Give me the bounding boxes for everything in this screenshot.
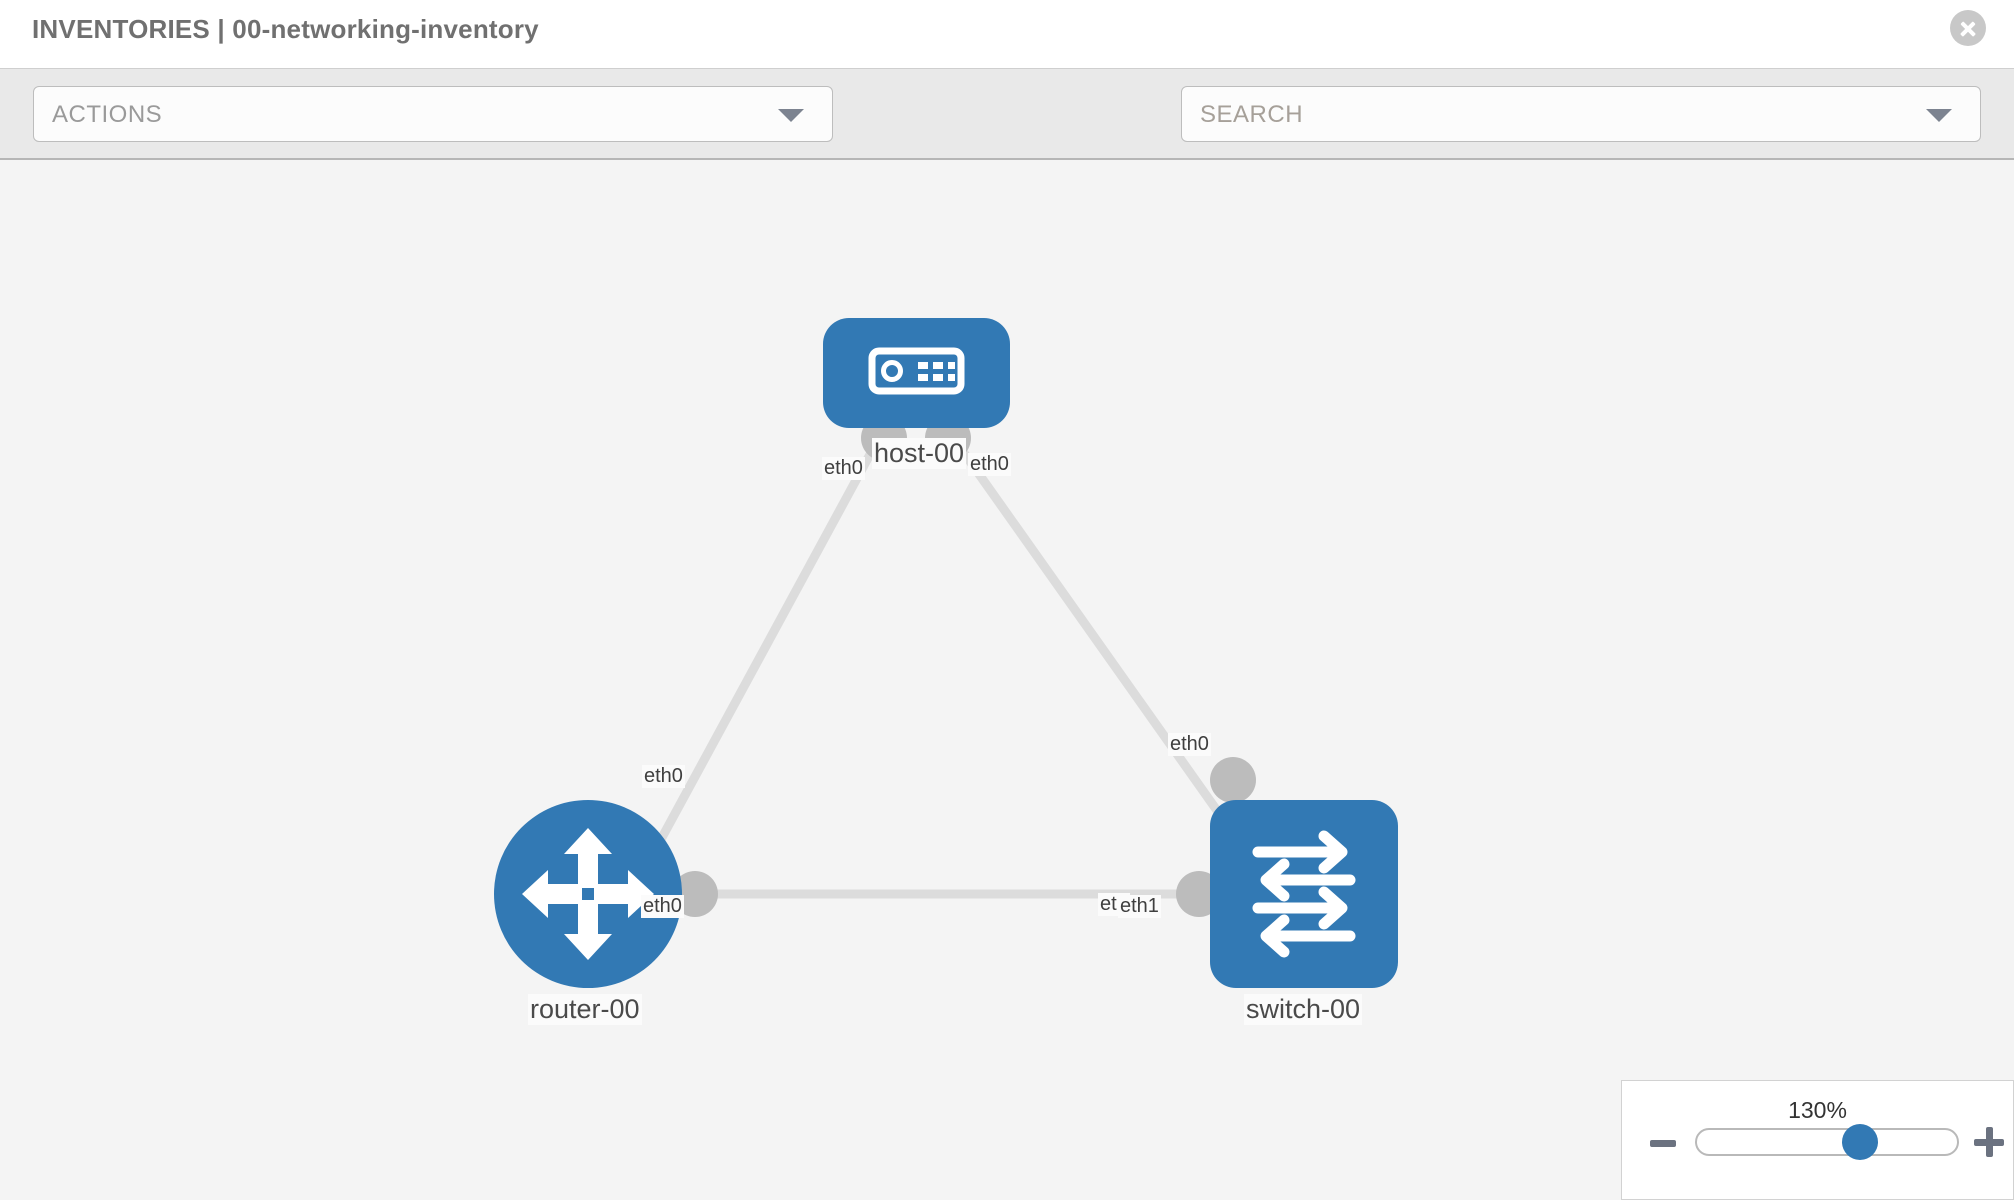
edge-label-host-eth0-right: eth0	[968, 453, 1011, 476]
plus-icon-vertical	[1985, 1127, 1993, 1157]
switch-arrows-icon	[1252, 830, 1356, 958]
topology-graph	[636, 415, 1256, 917]
zoom-slider[interactable]	[1695, 1128, 1959, 1156]
search-input[interactable]: SEARCH	[1181, 86, 1981, 142]
edge-host-router	[636, 433, 884, 881]
edge-label-switch-eth0-uplink: eth0	[1168, 733, 1211, 756]
router-arrows-icon	[522, 828, 654, 960]
page-header: INVENTORIES | 00-networking-inventory	[0, 0, 2014, 68]
edge-label-host-eth0-left: eth0	[822, 457, 865, 480]
node-label-router-00: router-00	[528, 994, 642, 1025]
actions-dropdown-label: ACTIONS	[52, 101, 163, 128]
page-title: INVENTORIES | 00-networking-inventory	[32, 14, 539, 44]
edge-label-router-eth0-uplink: eth0	[642, 765, 685, 788]
minus-icon[interactable]	[1650, 1140, 1676, 1147]
actions-dropdown[interactable]: ACTIONS	[33, 86, 833, 142]
chevron-down-icon[interactable]	[1926, 109, 1952, 122]
zoom-control-panel: 130%	[1621, 1080, 2014, 1200]
server-icon	[868, 347, 965, 395]
plus-icon[interactable]	[1974, 1127, 2004, 1157]
node-label-switch-00: switch-00	[1244, 994, 1363, 1025]
edge-host-switch	[948, 433, 1256, 863]
close-icon[interactable]	[1950, 10, 1986, 46]
node-host-00[interactable]	[823, 318, 1010, 428]
node-label-host-00: host-00	[872, 438, 967, 469]
chevron-down-icon[interactable]	[778, 109, 804, 122]
edge-label-router-eth0-link: eth0	[641, 895, 684, 918]
edge-label-switch-eth1: eth1	[1118, 895, 1161, 918]
search-input-placeholder: SEARCH	[1200, 101, 1304, 128]
node-router-00[interactable]	[494, 800, 682, 988]
port-switch-eth0	[1210, 757, 1256, 803]
zoom-slider-thumb[interactable]	[1842, 1124, 1878, 1160]
topology-canvas[interactable]: host-00 eth0 eth0 router-00 eth0 eth0 sw…	[0, 160, 2014, 1200]
zoom-percent-label: 130%	[1788, 1097, 1847, 1123]
toolbar: ACTIONS SEARCH	[0, 68, 2014, 202]
node-switch-00[interactable]	[1210, 800, 1398, 988]
